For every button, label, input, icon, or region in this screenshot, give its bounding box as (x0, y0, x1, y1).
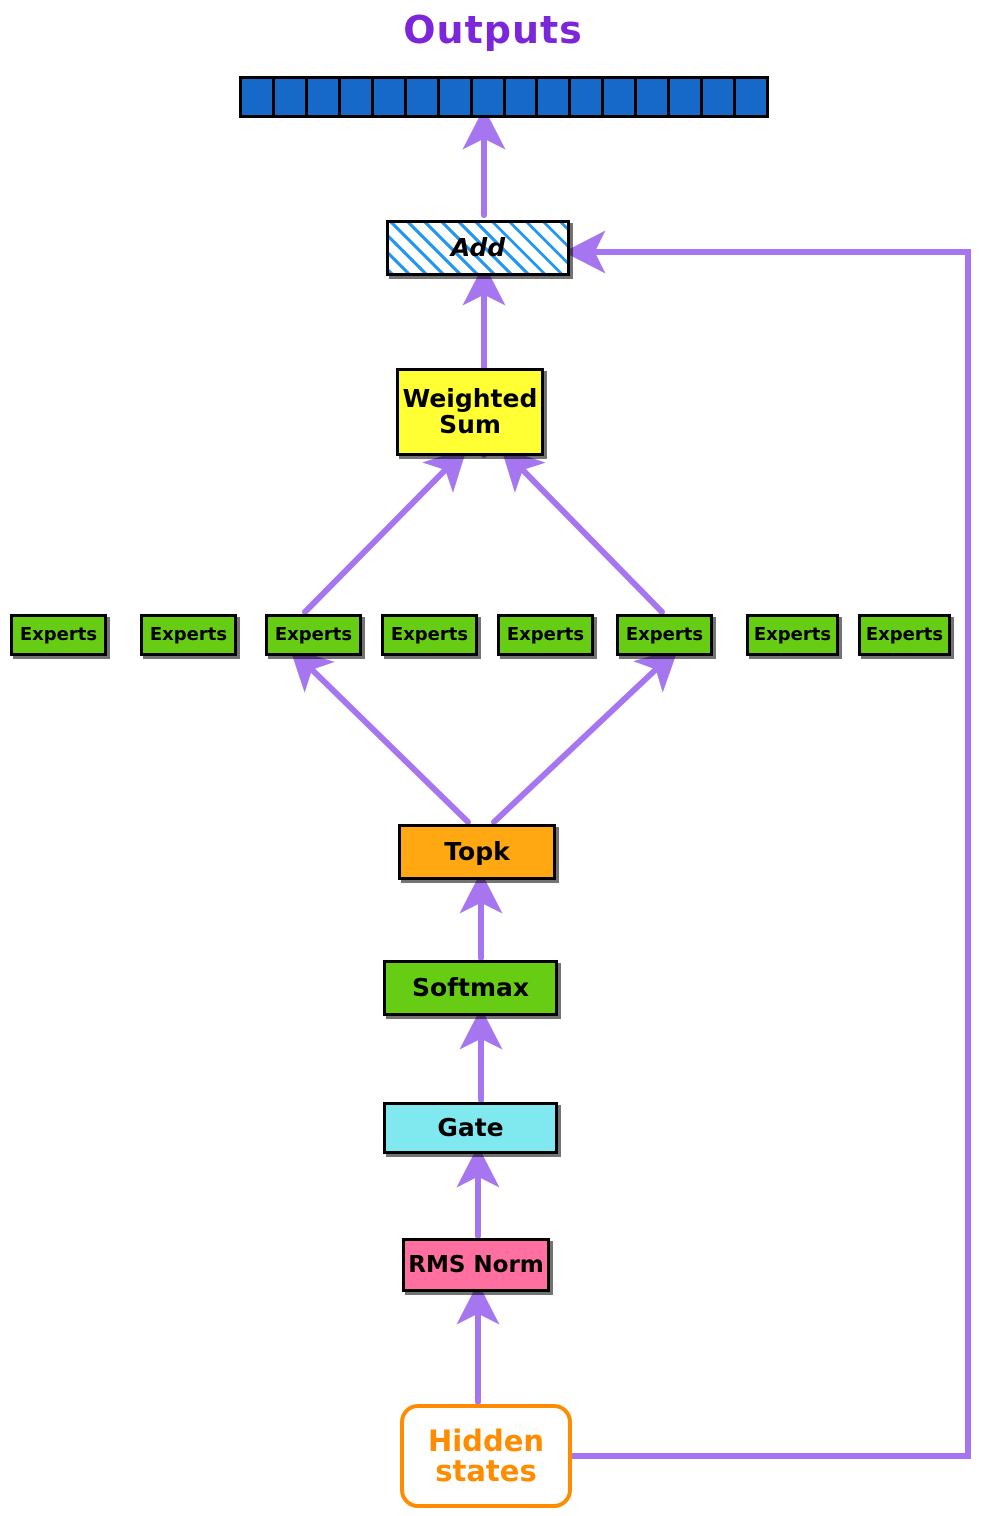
output-cell (242, 79, 275, 115)
expert-box-7: Experts (746, 614, 839, 656)
expert-box-2: Experts (140, 614, 237, 656)
node-softmax: Softmax (383, 960, 558, 1016)
edge-topk-to-expert6 (491, 648, 679, 825)
output-cell (703, 79, 737, 115)
expert-box-8: Experts (858, 614, 951, 656)
expert-box-6: Experts (616, 614, 713, 656)
output-cell (604, 79, 638, 115)
expert-box-4: Experts (381, 614, 478, 656)
edge-residual-hiddenstates-to-add (563, 230, 971, 1459)
node-topk: Topk (398, 824, 556, 880)
output-cell (340, 79, 374, 115)
expert-box-3: Experts (265, 614, 362, 656)
output-cell (274, 79, 308, 115)
output-cell (637, 79, 671, 115)
expert-box-1: Experts (10, 614, 107, 656)
output-cell (505, 79, 539, 115)
output-cell (538, 79, 572, 115)
node-gate: Gate (383, 1102, 558, 1154)
expert-box-5: Experts (497, 614, 594, 656)
edge-expert6-to-weightedsum (500, 447, 665, 615)
edge-topk-to-expert3 (289, 647, 471, 825)
output-cell (736, 79, 766, 115)
output-cell (472, 79, 506, 115)
edge-expert3-to-weightedsum (302, 447, 468, 615)
page-title: Outputs (403, 8, 583, 52)
node-add: Add (386, 220, 570, 276)
output-cell (571, 79, 605, 115)
output-cell (670, 79, 704, 115)
output-cell (406, 79, 440, 115)
output-cell (373, 79, 407, 115)
node-hidden-states: Hidden states (400, 1404, 572, 1508)
outputs-strip (239, 76, 769, 118)
output-cell (307, 79, 341, 115)
node-weighted-sum: Weighted Sum (396, 368, 544, 456)
output-cell (439, 79, 473, 115)
node-rms-norm: RMS Norm (402, 1238, 550, 1292)
